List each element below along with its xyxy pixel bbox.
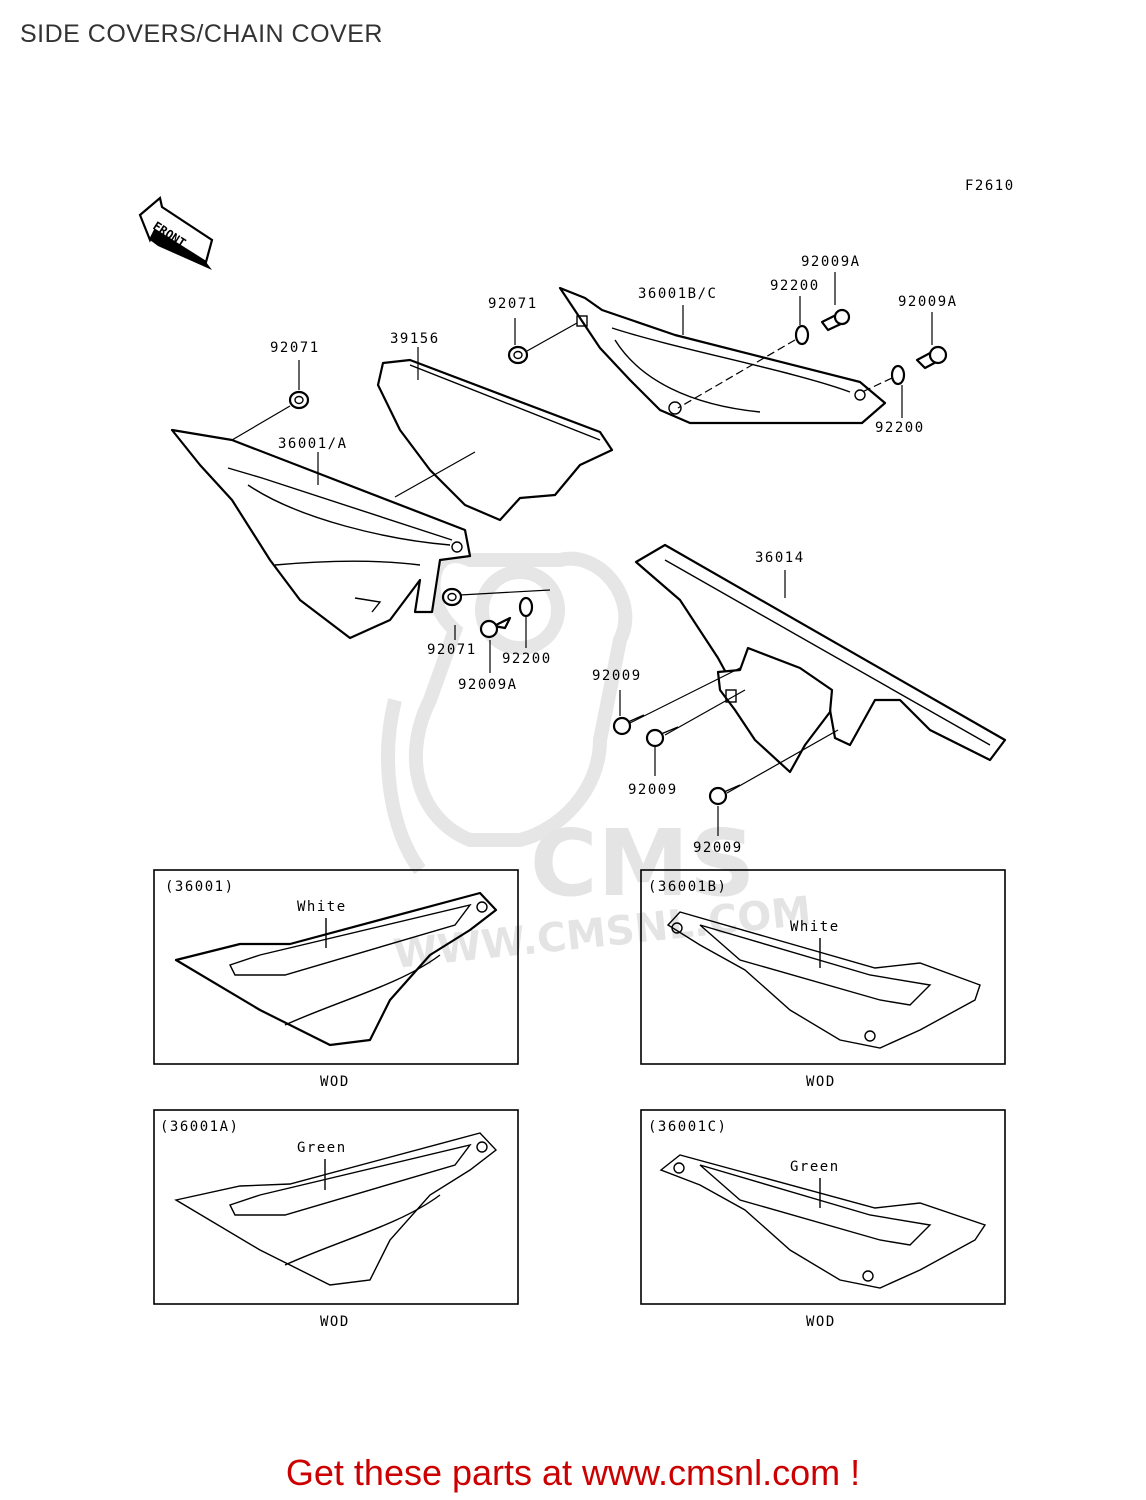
variant-color: Green — [297, 1140, 347, 1156]
part-label-92009a-bottom: 92009A — [458, 677, 518, 693]
part-label-39156: 39156 — [390, 331, 440, 347]
variant-code: (36001A) — [160, 1119, 239, 1135]
fasteners — [288, 308, 948, 806]
variant-color: White — [297, 899, 347, 915]
variant-caption: WOD — [806, 1074, 836, 1090]
variant-box-36001: (36001) White WOD — [153, 869, 519, 1090]
side-cover-left — [170, 428, 472, 640]
variant-box-36001c: (36001C) Green WOD — [640, 1109, 1006, 1330]
part-label-92200-right: 92200 — [875, 420, 925, 436]
part-label-92009a-top: 92009A — [801, 254, 861, 270]
part-label-36014: 36014 — [755, 550, 805, 566]
page-title: SIDE COVERS/CHAIN COVER — [20, 20, 383, 48]
variant-box-36001a: (36001A) Green WOD — [153, 1109, 519, 1330]
part-label-36001-bc: 36001B/C — [638, 286, 717, 302]
part-label-92009a-right: 92009A — [898, 294, 958, 310]
chain-cover — [634, 543, 1007, 774]
part-label-92009-c: 92009 — [693, 840, 743, 856]
variant-caption: WOD — [320, 1314, 350, 1330]
variant-code: (36001) — [165, 879, 235, 895]
inner-panel — [376, 358, 614, 522]
variant-caption: WOD — [806, 1314, 836, 1330]
variant-box-36001b: (36001B) White WOD — [640, 869, 1006, 1090]
variant-code: (36001B) — [648, 879, 727, 895]
part-label-92071-right: 92071 — [488, 296, 538, 312]
side-cover-right — [558, 286, 887, 425]
leader-lines — [231, 272, 933, 836]
variant-code: (36001C) — [648, 1119, 727, 1135]
part-label-92009-b: 92009 — [628, 782, 678, 798]
part-label-92071-top: 92071 — [270, 340, 320, 356]
variant-color: Green — [790, 1159, 840, 1175]
variant-caption: WOD — [320, 1074, 350, 1090]
figure-code: F2610 — [965, 178, 1015, 194]
part-label-92071-bottom: 92071 — [427, 642, 477, 658]
part-label-92009-a: 92009 — [592, 668, 642, 684]
front-arrow-icon: FRONT — [138, 195, 214, 270]
variant-color: White — [790, 919, 840, 935]
part-label-92200-top: 92200 — [770, 278, 820, 294]
part-labels: 92071 39156 36001/A 92071 36001B/C 92200… — [270, 254, 958, 856]
part-label-92200-bottom: 92200 — [502, 651, 552, 667]
footer-link[interactable]: Get these parts at www.cmsnl.com ! — [285, 1452, 861, 1493]
part-label-36001-a: 36001/A — [278, 436, 348, 452]
